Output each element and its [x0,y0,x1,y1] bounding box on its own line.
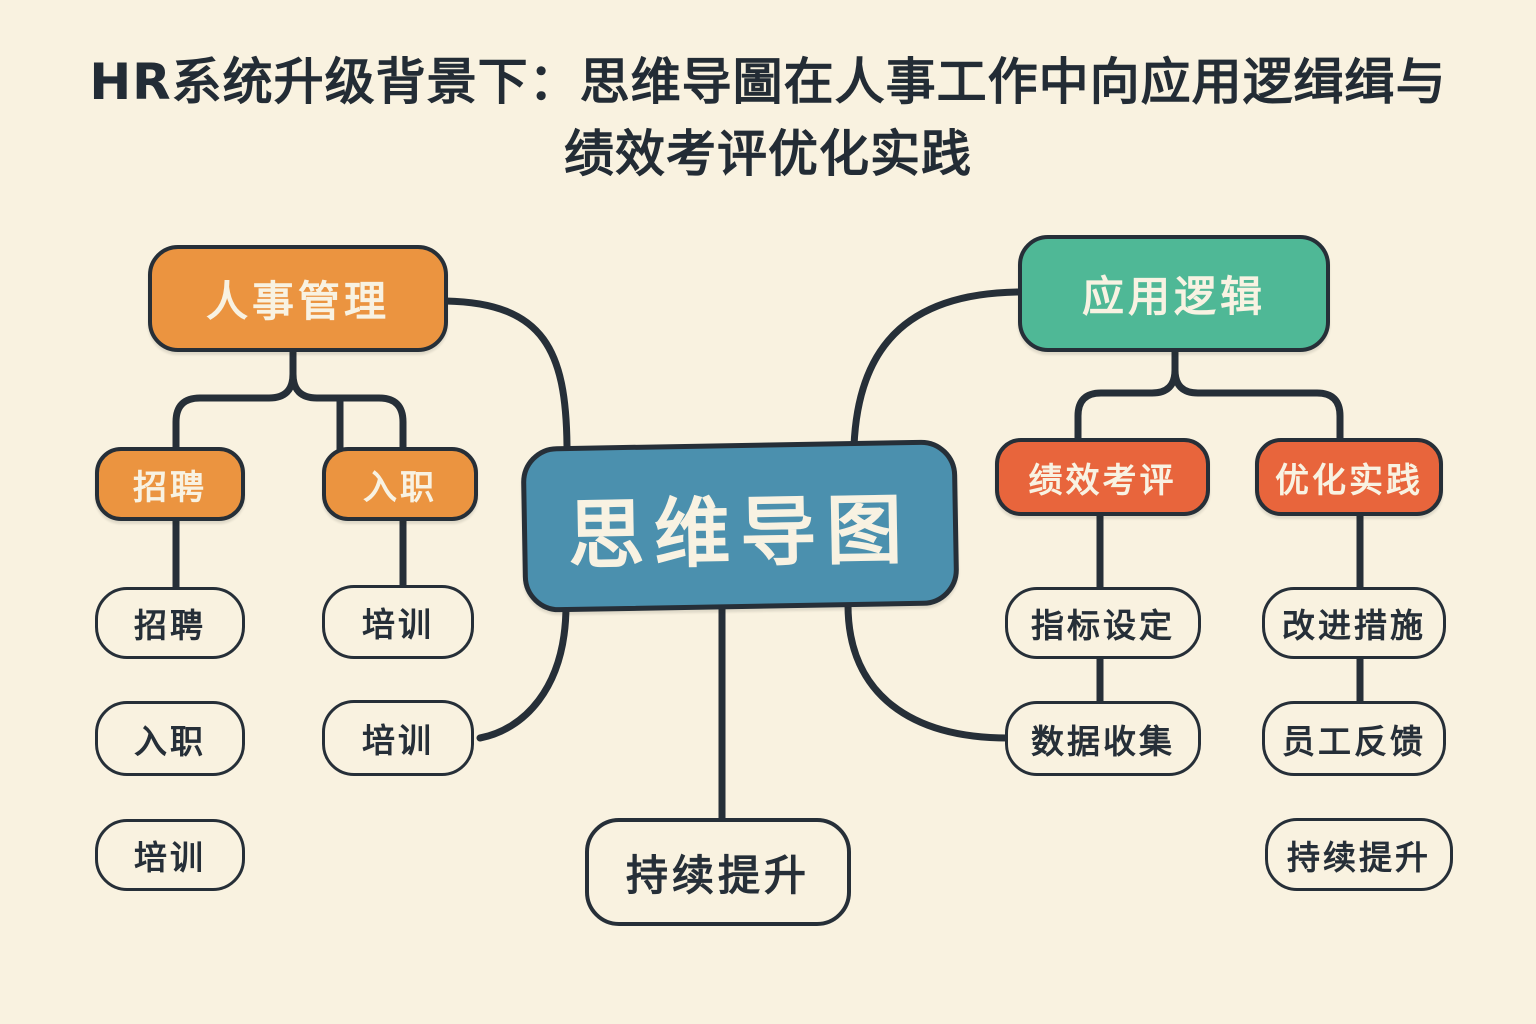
connector-hr-split-right [289,370,344,456]
page-title-line1: HR系统升级背景下：思维导圖在人事工作中向应用逻缉缉与 [89,53,1447,111]
node-optimization-practice-label: 优化实践 [1275,460,1423,501]
node-hr-management-label: 人事管理 [205,277,390,326]
node-mindmap-center: 思维导图 [520,439,960,613]
leaf-recruiting: 招聘 [95,587,245,659]
page-title: HR系统升级背景下：思维导圖在人事工作中向应用逻缉缉与 绩效考评优化实践 [0,46,1536,190]
connector-center-datacollection [844,601,1012,742]
leaf-training-c: 培训 [322,700,474,776]
leaf-onboarding: 入职 [95,701,245,776]
leaf-metric-setting-label: 指标设定 [1031,606,1175,645]
leaf-training-b: 培训 [322,585,474,659]
connector-hr-center [442,297,571,450]
node-onboarding-branch: 入职 [322,447,478,521]
leaf-training-c-label: 培训 [362,721,434,760]
node-continuous-improvement-bottom-label: 持续提升 [625,850,810,900]
leaf-metric-setting: 指标设定 [1005,587,1201,659]
leaf-data-collection: 数据收集 [1005,701,1201,776]
node-application-logic: 应用逻辑 [1018,235,1330,352]
connector-hr-split-right2 [336,394,407,456]
node-application-logic-label: 应用逻辑 [1081,272,1266,321]
leaf-improvement-measures-label: 改进措施 [1282,606,1426,645]
node-optimization-practice: 优化实践 [1255,438,1443,516]
leaf-continuous-improvement: 持续提升 [1265,818,1453,891]
node-performance-review: 绩效考评 [995,438,1210,516]
connector-applogic-split-right [1171,366,1344,447]
connector-hr-split-left [172,344,297,456]
leaf-employee-feedback: 员工反馈 [1262,701,1446,776]
node-onboarding-branch-label: 入职 [363,467,437,508]
page-title-line2: 绩效考评优化实践 [564,125,972,183]
leaf-data-collection-label: 数据收集 [1031,721,1175,761]
leaf-improvement-measures: 改进措施 [1262,587,1446,659]
node-hr-management: 人事管理 [148,245,448,352]
connector-center-applogic [850,288,1024,450]
leaf-employee-feedback-label: 员工反馈 [1282,721,1426,761]
leaf-onboarding-label: 入职 [134,721,206,761]
connector-applogic-split-left [1074,345,1179,447]
leaf-recruiting-label: 招聘 [134,606,206,645]
leaf-training-b-label: 培训 [362,605,434,644]
node-mindmap-center-label: 思维导图 [567,485,913,580]
leaf-continuous-improvement-label: 持续提升 [1287,837,1431,877]
node-continuous-improvement-bottom: 持续提升 [585,818,851,926]
node-recruiting-branch-label: 招聘 [133,467,207,508]
leaf-training-a: 培训 [95,819,245,891]
connector-center-training [476,601,570,742]
node-performance-review-label: 绩效考评 [1028,460,1177,501]
node-recruiting-branch: 招聘 [95,447,245,521]
leaf-training-a-label: 培训 [134,838,206,877]
